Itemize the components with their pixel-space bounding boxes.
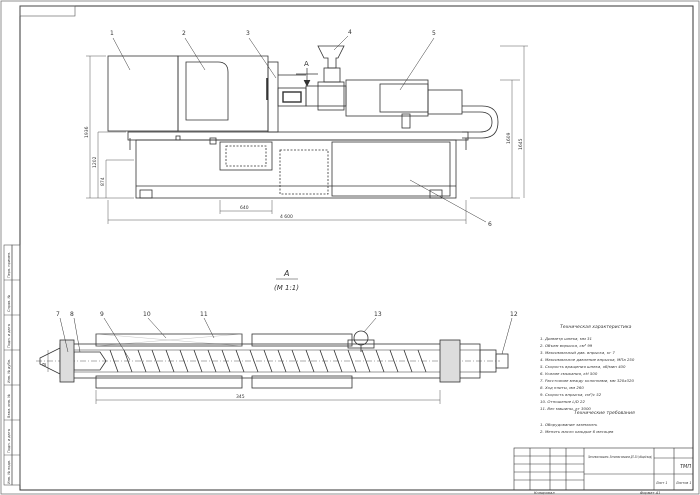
hopper <box>317 45 345 69</box>
spec-line: 11. Вес машины, кг 3000 <box>540 406 591 411</box>
stamp-3: Подп. и дата <box>7 324 11 348</box>
bed-body <box>135 139 457 199</box>
spec-line: 1. Диаметр шнека, мм 31 <box>540 336 592 341</box>
callout-13: 13 <box>374 311 382 318</box>
spec-line: 6. Усилие смыкания, кН 500 <box>540 371 598 376</box>
callout-2: 2 <box>182 30 186 37</box>
control-panel <box>219 141 273 171</box>
callout-6: 6 <box>488 221 492 228</box>
footer-copied: Копировал <box>534 491 555 495</box>
spec-line: 7. Расстояние между колоннами, мм 320х32… <box>540 378 635 383</box>
dim-vert-c: 874 <box>100 177 106 186</box>
dim-length: 345 <box>236 394 245 400</box>
spec-line: 8. Ход плиты, мм 260 <box>540 385 584 390</box>
stamp-1: Перв. примен. <box>7 252 11 278</box>
nozzle-block <box>277 87 307 107</box>
spec-title: Техническая характеристика <box>560 324 632 330</box>
spec-line: 9. Скорость впрыска, см³/с 52 <box>540 392 602 397</box>
barrel-section <box>36 330 509 389</box>
stamp-7: Инв. № подл. <box>7 460 11 484</box>
platen <box>267 61 279 133</box>
stamp-6: Подп. и дата <box>7 429 11 453</box>
dim-vert-right2: 1645 <box>518 138 524 150</box>
requirement-line: 1. Оборудование заземлить <box>540 422 597 427</box>
inner-frame <box>19 5 694 491</box>
dim-vert-b: 1202 <box>92 156 98 168</box>
requirement-line: 2. Менять масло каждые 6 месяцев <box>540 429 614 434</box>
title-name: Литьевая машина. Литьевая машина ДП-50 (… <box>587 455 652 459</box>
clamp-guard <box>107 55 179 132</box>
dim-horiz-small: 640 <box>240 205 249 211</box>
requirements-title: Технические требования <box>574 410 635 416</box>
clamp-window <box>185 61 229 121</box>
dim-diameter: Ø <box>42 363 47 366</box>
dimension-lines-top <box>86 45 528 224</box>
callout-3: 3 <box>246 30 250 37</box>
injection-unit <box>345 79 429 117</box>
callout-11: 11 <box>200 311 208 318</box>
title-sheets: Листов 1 <box>675 481 691 485</box>
spec-line: 10. Отношение L/D 22 <box>540 399 586 404</box>
code-box <box>19 5 76 17</box>
barrel <box>305 85 347 107</box>
dim-vert-right1: 1609 <box>506 132 512 144</box>
hydraulic-pipe <box>462 105 499 139</box>
dim-vert-a: 1936 <box>84 126 90 138</box>
title-block <box>513 447 694 491</box>
footer-format: Формат А1 <box>640 491 660 495</box>
view-arrow <box>296 68 318 87</box>
section-letter: A <box>283 269 289 278</box>
view-marker: A <box>304 60 309 68</box>
stamp-5: Взам. инв. № <box>7 394 11 418</box>
title-sheet: Лист 1 <box>655 481 668 485</box>
spec-list: 1. Диаметр шнека, мм 31 2. Объем впрыска… <box>540 336 635 411</box>
spec-line: 2. Объем впрыска, см³ 99 <box>540 343 593 348</box>
stamp-4: Инв. № дубл. <box>7 359 11 383</box>
side-stamp: Перв. примен. Справ. № Подп. и дата Инв.… <box>3 244 21 486</box>
callout-8: 8 <box>70 311 74 318</box>
section-scale: (M 1:1) <box>274 284 299 292</box>
spec-line: 4. Максимальное давление впрыска, МПа 25… <box>540 357 635 362</box>
callout-12: 12 <box>510 311 518 318</box>
spec-line: 5. Скорость вращения шнека, об/мин 400 <box>540 364 626 369</box>
callout-4: 4 <box>348 29 352 36</box>
callout-10: 10 <box>143 311 151 318</box>
machine-front-view <box>107 45 499 199</box>
callout-leaders-top <box>112 35 487 223</box>
dimension-lines-bottom <box>47 350 441 404</box>
title-code: ТМП <box>680 464 691 470</box>
callout-leaders-bottom <box>59 317 513 361</box>
stamp-2: Справ. № <box>7 295 11 312</box>
callout-7: 7 <box>56 311 60 318</box>
dim-horiz-total: 4 600 <box>280 214 293 220</box>
spec-line: 3. Максимальный дав. впрыска, кг 7 <box>540 350 615 355</box>
callout-5: 5 <box>432 30 436 37</box>
callout-9: 9 <box>100 311 104 318</box>
callout-1: 1 <box>110 30 114 37</box>
